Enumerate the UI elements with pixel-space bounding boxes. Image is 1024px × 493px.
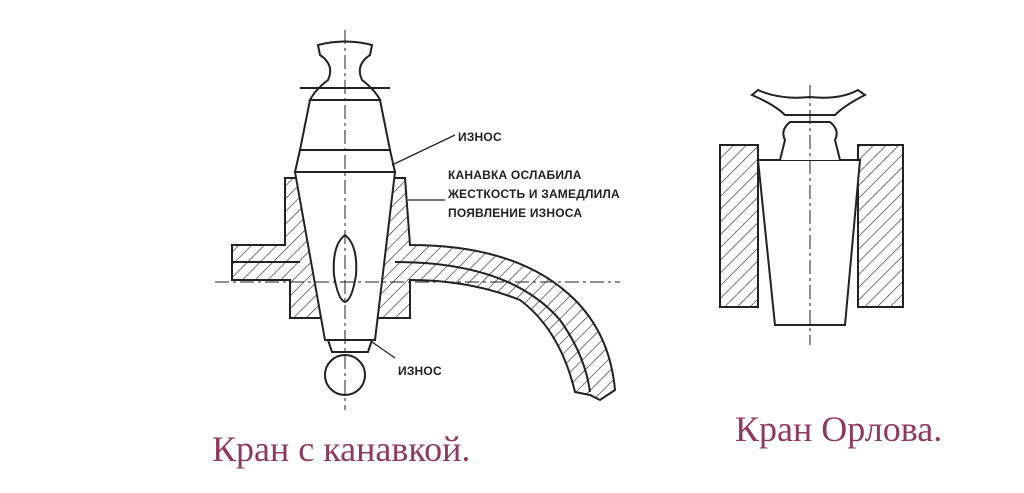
wear-bottom-label: ИЗНОС bbox=[398, 364, 442, 378]
grooved-valve-drawing bbox=[215, 30, 620, 410]
orlov-valve-drawing bbox=[719, 85, 904, 345]
right-caption: Кран Орлова. bbox=[735, 409, 943, 449]
groove-note-line: ЖЕСТКОСТЬ И ЗАМЕДЛИЛА bbox=[448, 187, 620, 201]
left-caption: Кран с канавкой. bbox=[212, 429, 471, 469]
groove-note-line: КАНАВКА ОСЛАБИЛА bbox=[448, 168, 582, 182]
groove-note: КАНАВКА ОСЛАБИЛА ЖЕСТКОСТЬ И ЗАМЕДЛИЛА П… bbox=[448, 166, 620, 223]
wear-top-label: ИЗНОС bbox=[458, 130, 502, 144]
groove-note-line: ПОЯВЛЕНИЕ ИЗНОСА bbox=[448, 206, 583, 220]
